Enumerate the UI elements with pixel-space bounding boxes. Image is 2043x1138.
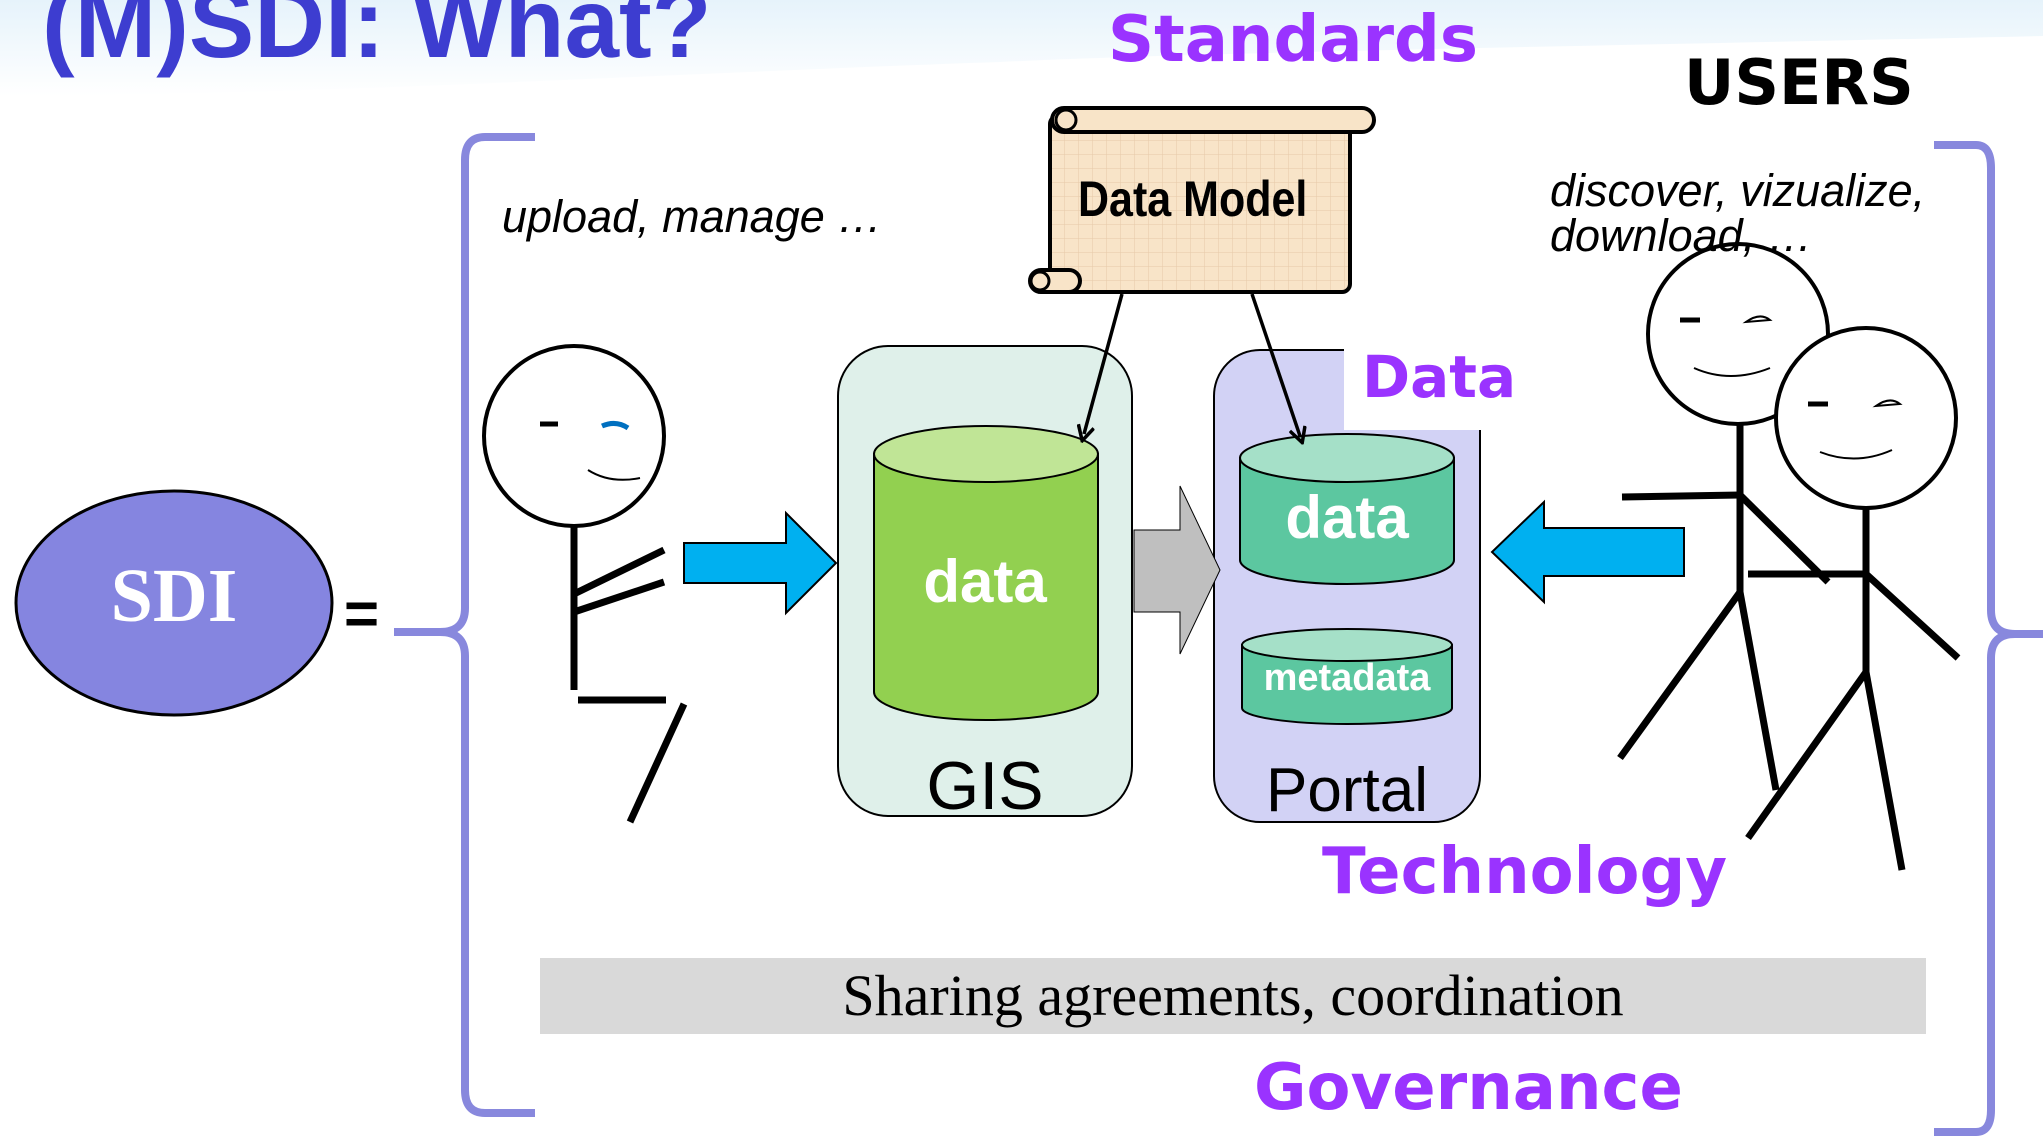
left-brace	[394, 133, 535, 1117]
gis-box-label: GIS	[926, 748, 1044, 824]
model-to-gis-arrow	[1084, 293, 1124, 434]
portal-metadata-cylinder	[1241, 628, 1453, 725]
technology-heading: Technology	[1322, 835, 1728, 909]
gis-data-label: data	[923, 548, 1047, 615]
data-heading-backdrop	[1344, 336, 1524, 430]
portal-metadata-label: metadata	[1263, 657, 1431, 699]
slide-title: (M)SDI: What?	[42, 0, 712, 78]
sdi-label: SDI	[110, 554, 238, 638]
user-stick-figure-2	[1745, 326, 1961, 871]
users-label: USERS	[1684, 46, 1914, 119]
equals-sign: =	[344, 580, 380, 647]
data-model-scroll	[1028, 106, 1376, 294]
provider-note: upload, manage …	[502, 191, 883, 242]
user-note: discover, vizualize, download, …	[1550, 165, 1926, 261]
data-model-label: Data Model	[1078, 171, 1308, 227]
right-brace	[1934, 141, 2043, 1136]
portal-box-label: Portal	[1266, 756, 1428, 825]
model-to-portal-arrow	[1250, 293, 1300, 436]
governance-heading: Governance	[1254, 1051, 1683, 1125]
portal-data-label: data	[1285, 484, 1409, 551]
discover-arrow	[1490, 499, 1685, 605]
publish-arrow	[1133, 485, 1221, 655]
upload-arrow	[683, 510, 838, 616]
provider-stick-figure	[482, 344, 688, 824]
sharing-bar	[540, 958, 1926, 1034]
standards-heading: Standards	[1108, 3, 1478, 77]
gis-data-cylinder	[873, 425, 1099, 721]
sharing-bar-text: Sharing agreements, coordination	[842, 963, 1624, 1028]
header-swoosh	[0, 0, 2043, 96]
data-heading: Data	[1362, 343, 1517, 411]
user-stick-figure-1	[1617, 242, 1831, 791]
sdi-ellipse	[14, 489, 334, 717]
